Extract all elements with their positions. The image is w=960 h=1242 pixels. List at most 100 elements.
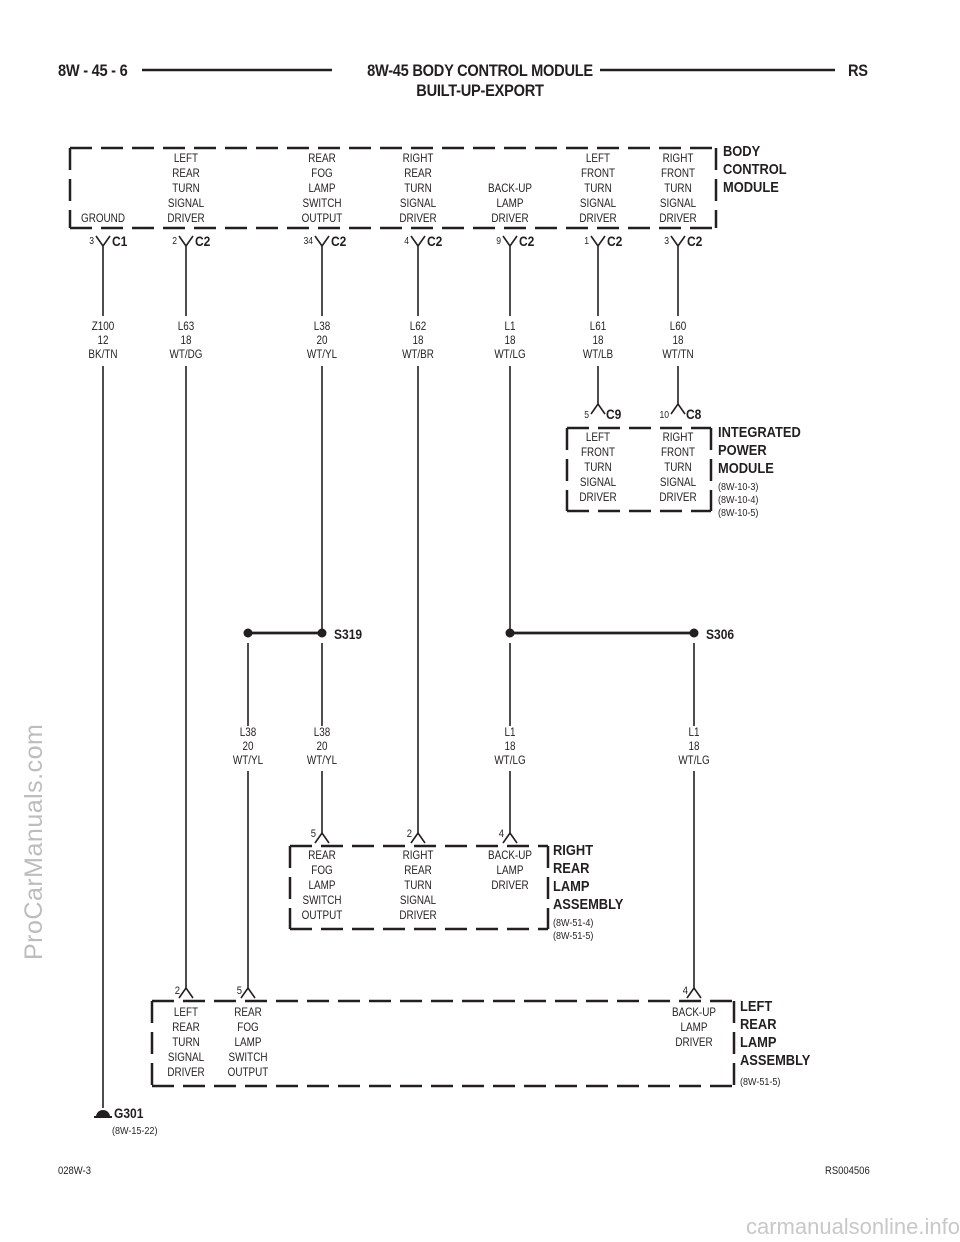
wire-label: L60 — [670, 320, 687, 333]
bcm-pin-label: RIGHT — [663, 152, 694, 165]
wire-label: L38 — [240, 726, 257, 739]
bcm-pin-label: SIGNAL — [660, 197, 696, 210]
ipm-pin-label: LEFT — [586, 431, 611, 444]
wire-label: WT/LG — [494, 754, 525, 767]
page-number: 8W - 45 - 6 — [58, 61, 128, 80]
watermark-text: ProCarManuals.com — [20, 723, 48, 960]
pin-number: 5 — [584, 409, 589, 420]
wire-label: L38 — [314, 726, 331, 739]
connector-id: C2 — [607, 233, 622, 249]
pin-number: 3 — [89, 235, 94, 246]
connector-id: C2 — [195, 233, 210, 249]
pin-number: 4 — [404, 235, 409, 246]
module-name: CONTROL — [723, 160, 787, 177]
splice-dot — [689, 628, 699, 638]
bcm-pin-label: TURN — [172, 182, 199, 195]
wire-label: WT/BR — [402, 348, 434, 361]
wire-label: 20 — [242, 740, 253, 753]
module-name: MODULE — [718, 459, 774, 476]
wire-label: WT/LG — [678, 754, 709, 767]
rra-pin-label: REAR — [308, 849, 336, 862]
bcm-pin-label: GROUND — [81, 212, 125, 225]
lra-connector-pin — [686, 986, 702, 999]
splice-dot — [243, 628, 253, 638]
rra-pin-label: RIGHT — [403, 849, 434, 862]
bcm-connector-pin — [410, 235, 426, 258]
rra-box — [288, 844, 550, 931]
connector-id: C9 — [606, 406, 621, 422]
pin-number: 34 — [303, 235, 313, 246]
connector-id: C2 — [427, 233, 442, 249]
lra-pin-label: LAMP — [235, 1036, 262, 1049]
wire-label: L1 — [504, 726, 515, 739]
rra-pin-label: DRIVER — [399, 909, 437, 922]
bcm-pin-label: DRIVER — [491, 212, 529, 225]
lra-pin-label: BACK-UP — [672, 1006, 716, 1019]
module-name: MODULE — [723, 178, 779, 195]
wire-label: WT/YL — [307, 348, 337, 361]
ipm-connector-pin — [670, 402, 686, 415]
module-name: ASSEMBLY — [740, 1051, 811, 1068]
connector-id: C2 — [331, 233, 346, 249]
bcm-pin-label: REAR — [308, 152, 336, 165]
ipm-pin-label: SIGNAL — [660, 476, 696, 489]
splice-id: S319 — [334, 626, 362, 642]
footer-part-code: RS004506 — [825, 1165, 870, 1177]
bcm-pin-label: DRIVER — [659, 212, 697, 225]
connector-id: C2 — [687, 233, 702, 249]
lra-pin-label: SIGNAL — [168, 1051, 204, 1064]
splice-dot — [317, 628, 327, 638]
site-watermark: carmanualsonline.info — [745, 1214, 960, 1239]
cross-reference: (8W-51-5) — [740, 1076, 780, 1088]
wire-label: WT/YL — [233, 754, 263, 767]
pin-number: 10 — [659, 409, 669, 420]
bcm-pin-label: DRIVER — [167, 212, 205, 225]
bcm-pin-label: LAMP — [309, 182, 336, 195]
bcm-pin-label: FOG — [311, 167, 332, 180]
rra-pin-label: FOG — [311, 864, 332, 877]
bcm-connector-pin — [95, 235, 111, 258]
ipm-pin-label: SIGNAL — [580, 476, 616, 489]
ipm-pin-label: DRIVER — [579, 491, 617, 504]
wire-label: 18 — [504, 740, 515, 753]
wire-label: L62 — [410, 320, 427, 333]
lra-pin-label: LEFT — [174, 1006, 199, 1019]
wire-label: 18 — [504, 334, 515, 347]
lra-pin-label: DRIVER — [167, 1066, 205, 1079]
footer-figure-code: 028W-3 — [58, 1165, 91, 1177]
rra-pin-label: SWITCH — [303, 894, 342, 907]
wire-label: WT/TN — [662, 348, 693, 361]
ipm-pin-label: TURN — [664, 461, 691, 474]
pin-number: 1 — [584, 235, 589, 246]
wire-label: L61 — [590, 320, 607, 333]
lra-pin-label: REAR — [234, 1006, 262, 1019]
module-name: RIGHT — [553, 841, 594, 858]
lra-pin-label: DRIVER — [675, 1036, 713, 1049]
module-name: INTEGRATED — [718, 423, 801, 440]
wire-label: L1 — [688, 726, 699, 739]
splice-id: S306 — [706, 626, 734, 642]
wire-label: 18 — [688, 740, 699, 753]
rra-connector-pin — [502, 831, 518, 844]
module-name: POWER — [718, 441, 767, 458]
ipm-pin-label: RIGHT — [663, 431, 694, 444]
connector-id: C8 — [686, 406, 701, 422]
wire-label: 18 — [592, 334, 603, 347]
module-name: BODY — [723, 142, 761, 159]
ipm-connector-pin — [590, 402, 606, 415]
rra-pin-label: BACK-UP — [488, 849, 532, 862]
ground-id: G301 — [114, 1105, 143, 1121]
lra-pin-label: LAMP — [681, 1021, 708, 1034]
page-title: 8W-45 BODY CONTROL MODULE — [367, 61, 593, 80]
bcm-pin-label: LEFT — [586, 152, 611, 165]
pin-number: 4 — [499, 828, 505, 840]
bcm-pin-label: SIGNAL — [168, 197, 204, 210]
pin-number: 2 — [172, 235, 177, 246]
cross-reference: (8W-51-4) — [553, 917, 593, 929]
rra-pin-label: REAR — [404, 864, 432, 877]
wire-label: WT/LG — [494, 348, 525, 361]
ipm-pin-label: DRIVER — [659, 491, 697, 504]
bcm-pin-label: REAR — [404, 167, 432, 180]
rra-pin-label: DRIVER — [491, 879, 529, 892]
